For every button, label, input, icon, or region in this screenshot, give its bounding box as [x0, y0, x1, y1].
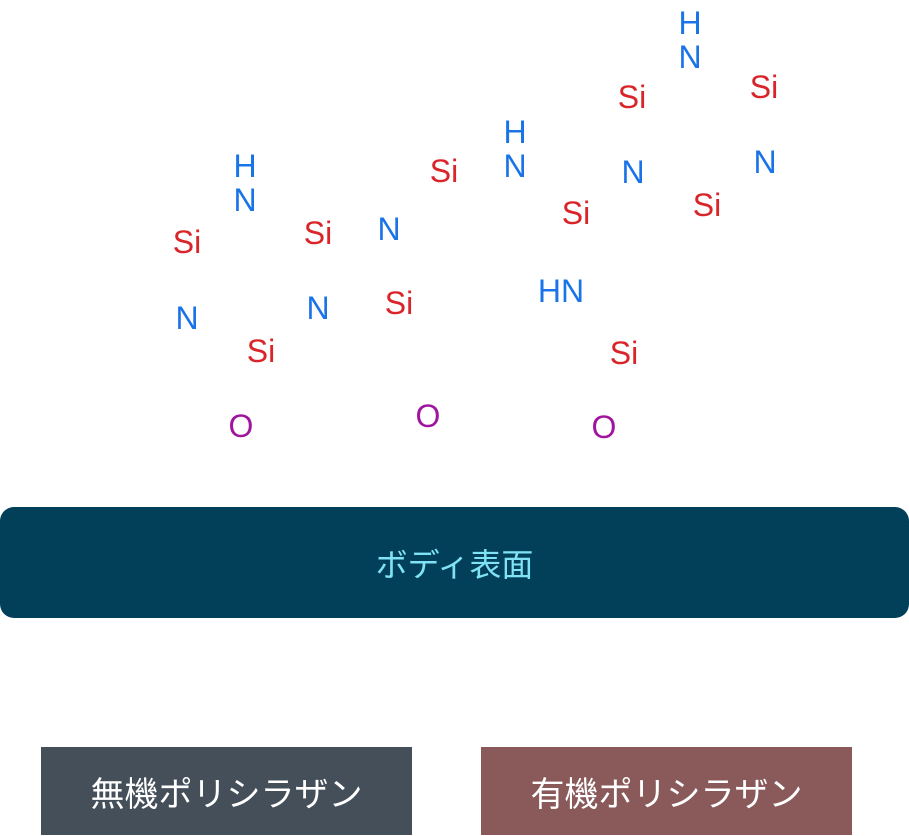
atom-silicon-label: Si [692, 187, 722, 223]
atom-silicon-label: Si [617, 79, 647, 115]
body-surface-bar: ボディ表面 [0, 507, 909, 618]
atom-silicon-label: Si [609, 335, 639, 371]
atom-nitrogen-label: H N [503, 114, 527, 184]
atom-silicon-label: Si [561, 195, 591, 231]
atom-oxygen-label: O [591, 409, 617, 445]
body-surface-label: ボディ表面 [375, 545, 534, 584]
atom-nitrogen-label: N [753, 144, 777, 180]
organic-polysilazane-label: 有機ポリシラザン [530, 774, 803, 815]
atom-silicon-label: Si [172, 224, 202, 260]
atom-nitrogen-label: HN [537, 273, 585, 309]
atom-silicon-label: Si [749, 69, 779, 105]
atom-silicon-label: Si [384, 285, 414, 321]
atom-oxygen-label: O [415, 398, 441, 434]
atom-silicon-label: Si [429, 153, 459, 189]
inorganic-polysilazane-label: 無機ポリシラザン [90, 774, 363, 815]
atom-silicon-label: Si [303, 215, 333, 251]
atom-nitrogen-label: N [306, 290, 330, 326]
atom-nitrogen-label: N [377, 211, 401, 247]
atom-nitrogen-label: N [621, 154, 645, 190]
inorganic-polysilazane-legend: 無機ポリシラザン [41, 747, 412, 835]
atom-oxygen-label: O [228, 408, 254, 444]
atom-nitrogen-label: H N [678, 5, 702, 75]
atom-nitrogen-label: H N [233, 148, 257, 218]
atom-nitrogen-label: N [175, 300, 199, 336]
atom-silicon-label: Si [246, 333, 276, 369]
organic-polysilazane-legend: 有機ポリシラザン [481, 747, 852, 835]
